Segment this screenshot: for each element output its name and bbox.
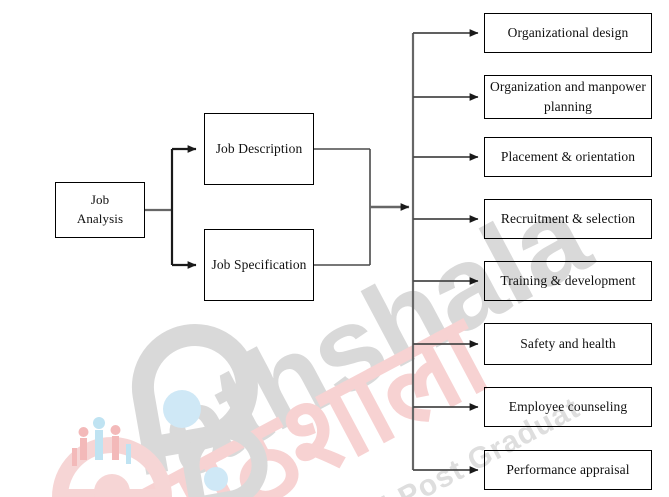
- node-job-specification-label: Job Specification: [211, 257, 307, 273]
- output-node-safety-health[interactable]: Safety and health: [484, 323, 652, 365]
- svg-text:पाठशाला: पाठशाला: [120, 292, 509, 497]
- node-job-analysis[interactable]: Job Analysis: [55, 182, 145, 238]
- watermark-devanagari-text: पाठशाला: [120, 292, 509, 497]
- node-job-analysis-line2: Analysis: [76, 211, 124, 226]
- output-node-label: Safety and health: [520, 336, 616, 352]
- output-node-recruitment-selection[interactable]: Recruitment & selection: [484, 199, 652, 239]
- node-job-description[interactable]: Job Description: [204, 113, 314, 185]
- output-node-label: Placement & orientation: [500, 149, 636, 165]
- output-node-label: Recruitment & selection: [500, 211, 636, 227]
- output-node-label: Organizational design: [507, 25, 629, 41]
- output-node-placement-orientation[interactable]: Placement & orientation: [484, 137, 652, 177]
- output-node-organization-manpower-planning[interactable]: Organization and manpower planning: [484, 75, 652, 119]
- output-node-label: Performance appraisal: [506, 462, 630, 478]
- output-branch-arrows: [413, 29, 479, 474]
- output-node-label: Employee counseling: [508, 399, 628, 415]
- node-job-analysis-line1: Job: [90, 192, 110, 208]
- output-node-training-development[interactable]: Training & development: [484, 261, 652, 301]
- output-node-label-line2: planning: [543, 99, 593, 114]
- watermark-people-glyph: [51, 417, 173, 497]
- output-node-performance-appraisal[interactable]: Performance appraisal: [484, 450, 652, 490]
- output-node-employee-counseling[interactable]: Employee counseling: [484, 387, 652, 427]
- output-node-label: Training & development: [500, 273, 636, 289]
- output-node-organizational-design[interactable]: Organizational design: [484, 13, 652, 53]
- pathshala-pin-logo: [131, 324, 268, 497]
- node-job-specification[interactable]: Job Specification: [204, 229, 314, 301]
- output-node-label: Organization and manpower: [490, 78, 646, 94]
- node-job-description-label: Job Description: [215, 141, 303, 157]
